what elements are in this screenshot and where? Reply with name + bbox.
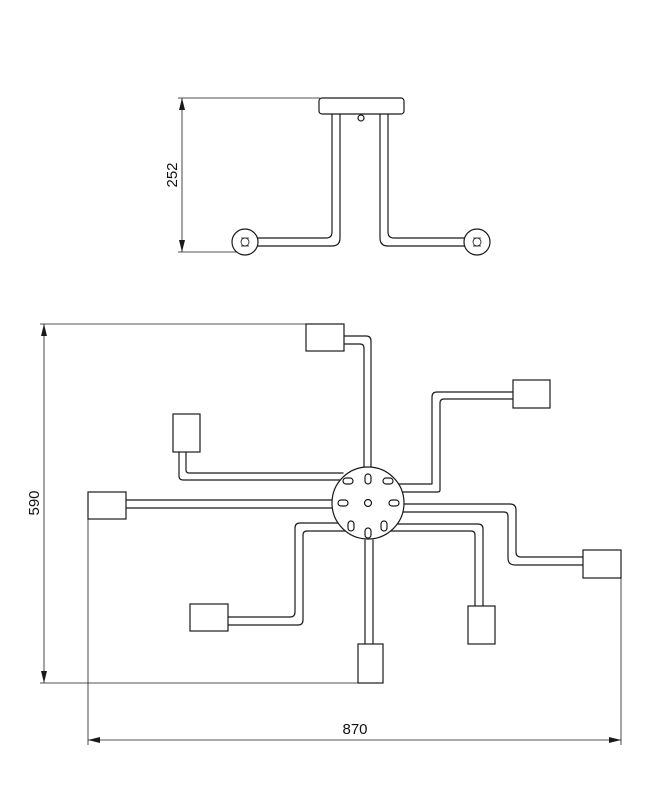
- arm-upper-right-inner: [391, 398, 514, 493]
- side-canopy: [318, 97, 405, 115]
- central-hub-screw: [363, 498, 373, 508]
- arm-lower-left: [227, 522, 347, 618]
- arm-right-inner: [391, 511, 584, 566]
- lamp-socket-left: [87, 491, 127, 520]
- lamp-socket-right: [582, 549, 622, 579]
- arm-lower-right-inner: [384, 530, 476, 607]
- side-height-label: 252: [164, 162, 181, 187]
- lamp-socket-lower-left: [189, 603, 229, 632]
- arm-lower-right: [391, 523, 484, 607]
- arm-upper-right: [379, 391, 514, 485]
- hub-slot-left: [337, 499, 349, 507]
- side-left-arm-inner: [248, 113, 341, 247]
- arm-top: [343, 335, 372, 473]
- hub-slot-upper-right: [382, 477, 394, 485]
- side-left-lamp-disc: [231, 228, 259, 256]
- side-dim-arrow-bottom: [179, 240, 185, 252]
- lamp-socket-upper-right: [512, 379, 551, 409]
- top-height-arrow-bottom: [41, 671, 47, 683]
- top-width-label: 870: [342, 721, 367, 738]
- arm-upper-left: [178, 451, 353, 481]
- top-width-arrow-left: [88, 737, 100, 743]
- side-right-arm-inner: [387, 113, 474, 239]
- hub-slot-bottom: [364, 527, 372, 539]
- arm-top-inner: [343, 343, 365, 473]
- lamp-socket-top: [305, 323, 345, 352]
- lamp-socket-lower-right: [467, 605, 496, 645]
- side-view: 252: [164, 97, 491, 256]
- side-center-screw: [357, 114, 365, 122]
- lamp-socket-upper-left: [172, 413, 201, 453]
- top-width-arrow-right: [609, 737, 621, 743]
- lamp-socket-bottom: [357, 643, 384, 684]
- arm-upper-left-inner: [185, 451, 344, 474]
- top-height-arrow-top: [41, 324, 47, 336]
- hub-slot-top: [364, 473, 372, 485]
- arm-lower-left-inner: [227, 530, 347, 626]
- side-dim-arrow-top: [179, 98, 185, 110]
- top-view: 590 870: [26, 323, 622, 745]
- side-left-arm-outer: [248, 113, 333, 239]
- hub-slot-lower-left: [347, 520, 355, 532]
- side-right-lamp-disc: [463, 228, 491, 256]
- arm-right: [387, 503, 584, 558]
- hub-slot-right: [388, 499, 400, 507]
- hub-slot-upper-left: [342, 477, 354, 485]
- side-right-arm-outer: [379, 113, 474, 247]
- top-height-label: 590: [26, 490, 43, 515]
- hub-slot-lower-right: [380, 520, 388, 532]
